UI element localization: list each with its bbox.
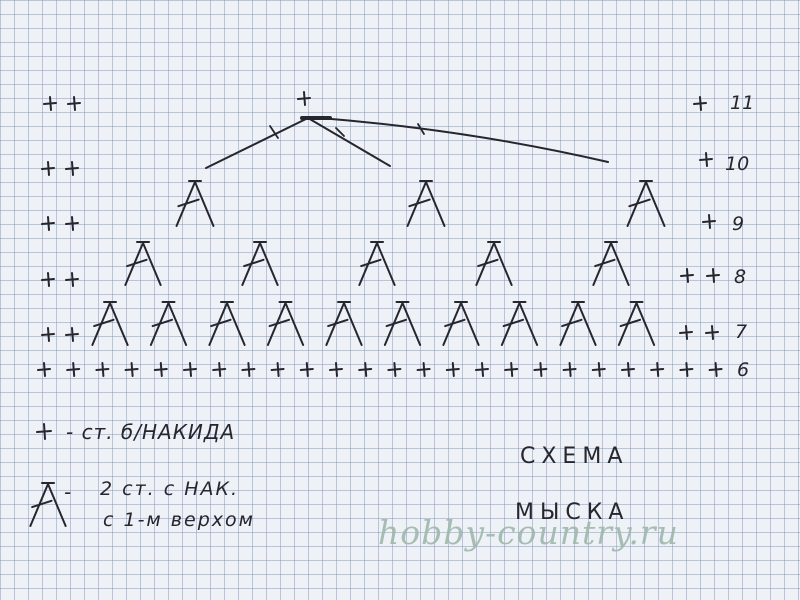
row-number-9: 9 [732,213,745,235]
right-stitch [705,325,719,340]
left-stitch [65,216,79,231]
left-stitch [41,216,55,231]
legend-cluster-text-line2: с 1-м верхом [103,509,255,531]
row-number-6: 6 [737,359,750,381]
row8-cluster [124,241,162,286]
right-stitch [706,268,720,283]
row10-chain-middle [307,117,391,167]
row10-chain-left [205,117,309,169]
left-stitch [43,96,57,111]
row6-stitch [650,362,665,377]
left-stitch [65,327,79,342]
diagram-title-line1: СХЕМА [520,444,629,469]
chain-tick [269,125,279,139]
chain-tick [335,127,345,137]
row6-stitch [358,362,373,377]
row-number-10: 10 [725,153,750,175]
row6-stitch [445,362,460,377]
row-number-11: 11 [730,92,755,114]
row6-stitch [124,362,139,377]
row6-stitch [591,362,606,377]
left-stitch [65,272,79,287]
row6-stitch [387,362,402,377]
legend-cluster-dash: - [64,480,73,504]
row7-cluster [208,301,246,346]
right-stitch [693,96,707,111]
row-number-8: 8 [734,266,747,288]
right-stitch [679,325,693,340]
row-number-7: 7 [735,321,748,343]
legend-cluster-symbol [29,482,67,527]
row7-cluster [559,301,597,346]
row7-cluster [500,301,539,346]
row9-cluster [626,180,666,227]
row7-cluster [617,301,656,346]
row6-stitch [270,362,285,377]
row6-stitch [37,362,51,377]
row7-cluster [149,301,188,346]
watermark-text: hobby-country.ru [378,513,679,552]
left-stitch [41,327,55,342]
row7-cluster [266,301,305,346]
left-stitch [65,161,79,176]
legend-plus-text: - ст. б/НАКИДА [66,420,236,444]
row6-stitch [533,362,548,377]
row6-stitch [679,362,694,377]
row6-stitch [241,362,256,377]
row6-stitch [299,362,314,377]
left-stitch [41,272,55,287]
row6-stitch [95,362,110,377]
row8-cluster [241,241,279,286]
row8-cluster [475,241,513,286]
diagram-title-line2: МЫСКА [515,500,630,525]
row11-top-stitch [297,91,311,106]
right-stitch [680,268,694,283]
row6-stitch [475,362,489,377]
legend-cluster-text-line1: 2 ст. с НАК. [100,478,240,500]
right-stitch [702,214,716,229]
left-stitch [67,96,81,111]
row6-stitch [416,362,431,377]
row6-stitch [621,362,635,377]
legend-plus-symbol [36,423,52,440]
row6-stitch [708,362,723,377]
row6-stitch [183,362,197,377]
row9-cluster [175,180,215,227]
row6-stitch [329,362,343,377]
chain-tick [417,123,425,135]
row6-stitch [212,362,227,377]
row6-stitch [562,362,577,377]
row8-cluster [358,241,396,286]
row6-stitch [153,362,168,377]
left-stitch [41,161,55,176]
row8-cluster [592,241,630,286]
row7-cluster [442,301,480,346]
row7-cluster [325,301,363,346]
row10-chain-right [319,117,609,163]
row6-stitch [66,362,81,377]
row6-stitch [504,362,519,377]
right-stitch [699,152,713,167]
row7-cluster [383,301,422,346]
row7-cluster [91,301,129,346]
row9-cluster [406,180,446,227]
